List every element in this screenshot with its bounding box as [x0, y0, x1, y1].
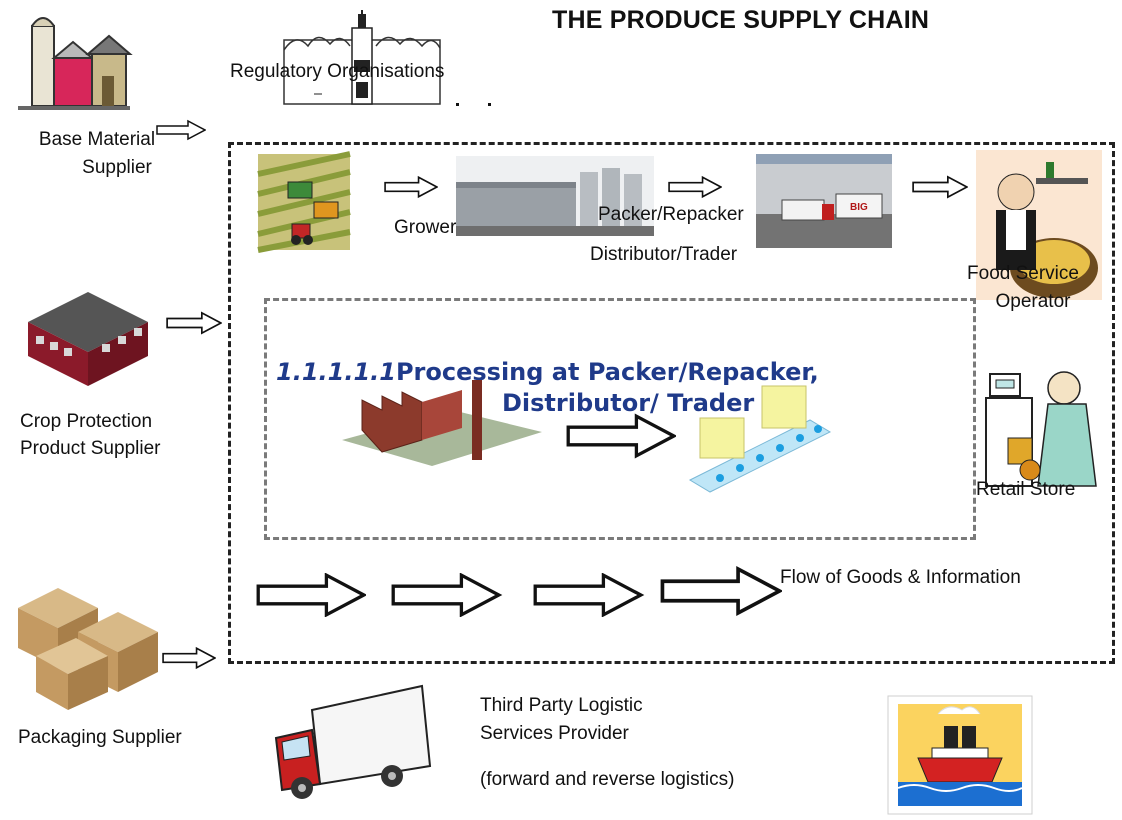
processing-line-2: Distributor/ Trader [502, 389, 755, 417]
truck-depot-photo-icon: BIG [756, 154, 892, 248]
cashier-icon [985, 371, 1097, 487]
third-party-label-1: Third Party Logistic [480, 695, 643, 716]
third-party-label-3: (forward and reverse logistics) [480, 769, 735, 790]
processing-title: 1.1.1.1.1Processing at Packer/Repacker, [276, 357, 936, 387]
diagram-title: THE PRODUCE SUPPLY CHAIN [552, 6, 930, 34]
processing-line-1: Processing at Packer/Repacker, [395, 358, 819, 386]
svg-text:BIG: BIG [850, 202, 868, 213]
grower-label: Grower [394, 217, 457, 238]
base-material-label-2: Supplier [82, 157, 152, 178]
harvester-field-icon [257, 151, 351, 253]
flow-label: Flow of Goods & Information [780, 567, 1021, 588]
packer-label: Packer/Repacker [598, 204, 744, 225]
delivery-truck-icon [274, 684, 432, 799]
food-service-label-2: Operator [995, 291, 1071, 312]
warehouse-photo-icon [456, 156, 654, 236]
distributor-label: Distributor/Trader [590, 244, 738, 265]
crop-protection-label-2: Product Supplier [20, 438, 161, 459]
regulatory-label: Regulatory Organisations [230, 61, 445, 82]
processing-number: 1.1.1.1.1 [276, 358, 396, 386]
factory-icon [342, 380, 542, 466]
cardboard-boxes-icon [18, 588, 158, 710]
waiter-icon [976, 150, 1102, 300]
base-material-label-1: Base Material [38, 129, 156, 150]
capitol-building-icon [283, 10, 441, 105]
food-service-label-1: Food Service [967, 263, 1079, 284]
dot [488, 103, 491, 106]
conveyor-boxes-icon [688, 385, 832, 493]
processing-boundary [264, 298, 976, 540]
red-building-icon [28, 292, 148, 386]
retail-label: Retail Store [976, 479, 1076, 500]
supply-chain-boundary [228, 142, 1115, 664]
ship-icon [887, 695, 1033, 815]
dot [456, 103, 459, 106]
third-party-label-2: Services Provider [480, 723, 629, 744]
crop-protection-label-1: Crop Protection [20, 411, 153, 432]
packaging-label: Packaging Supplier [18, 727, 182, 748]
silo-barn-icon [18, 17, 133, 110]
